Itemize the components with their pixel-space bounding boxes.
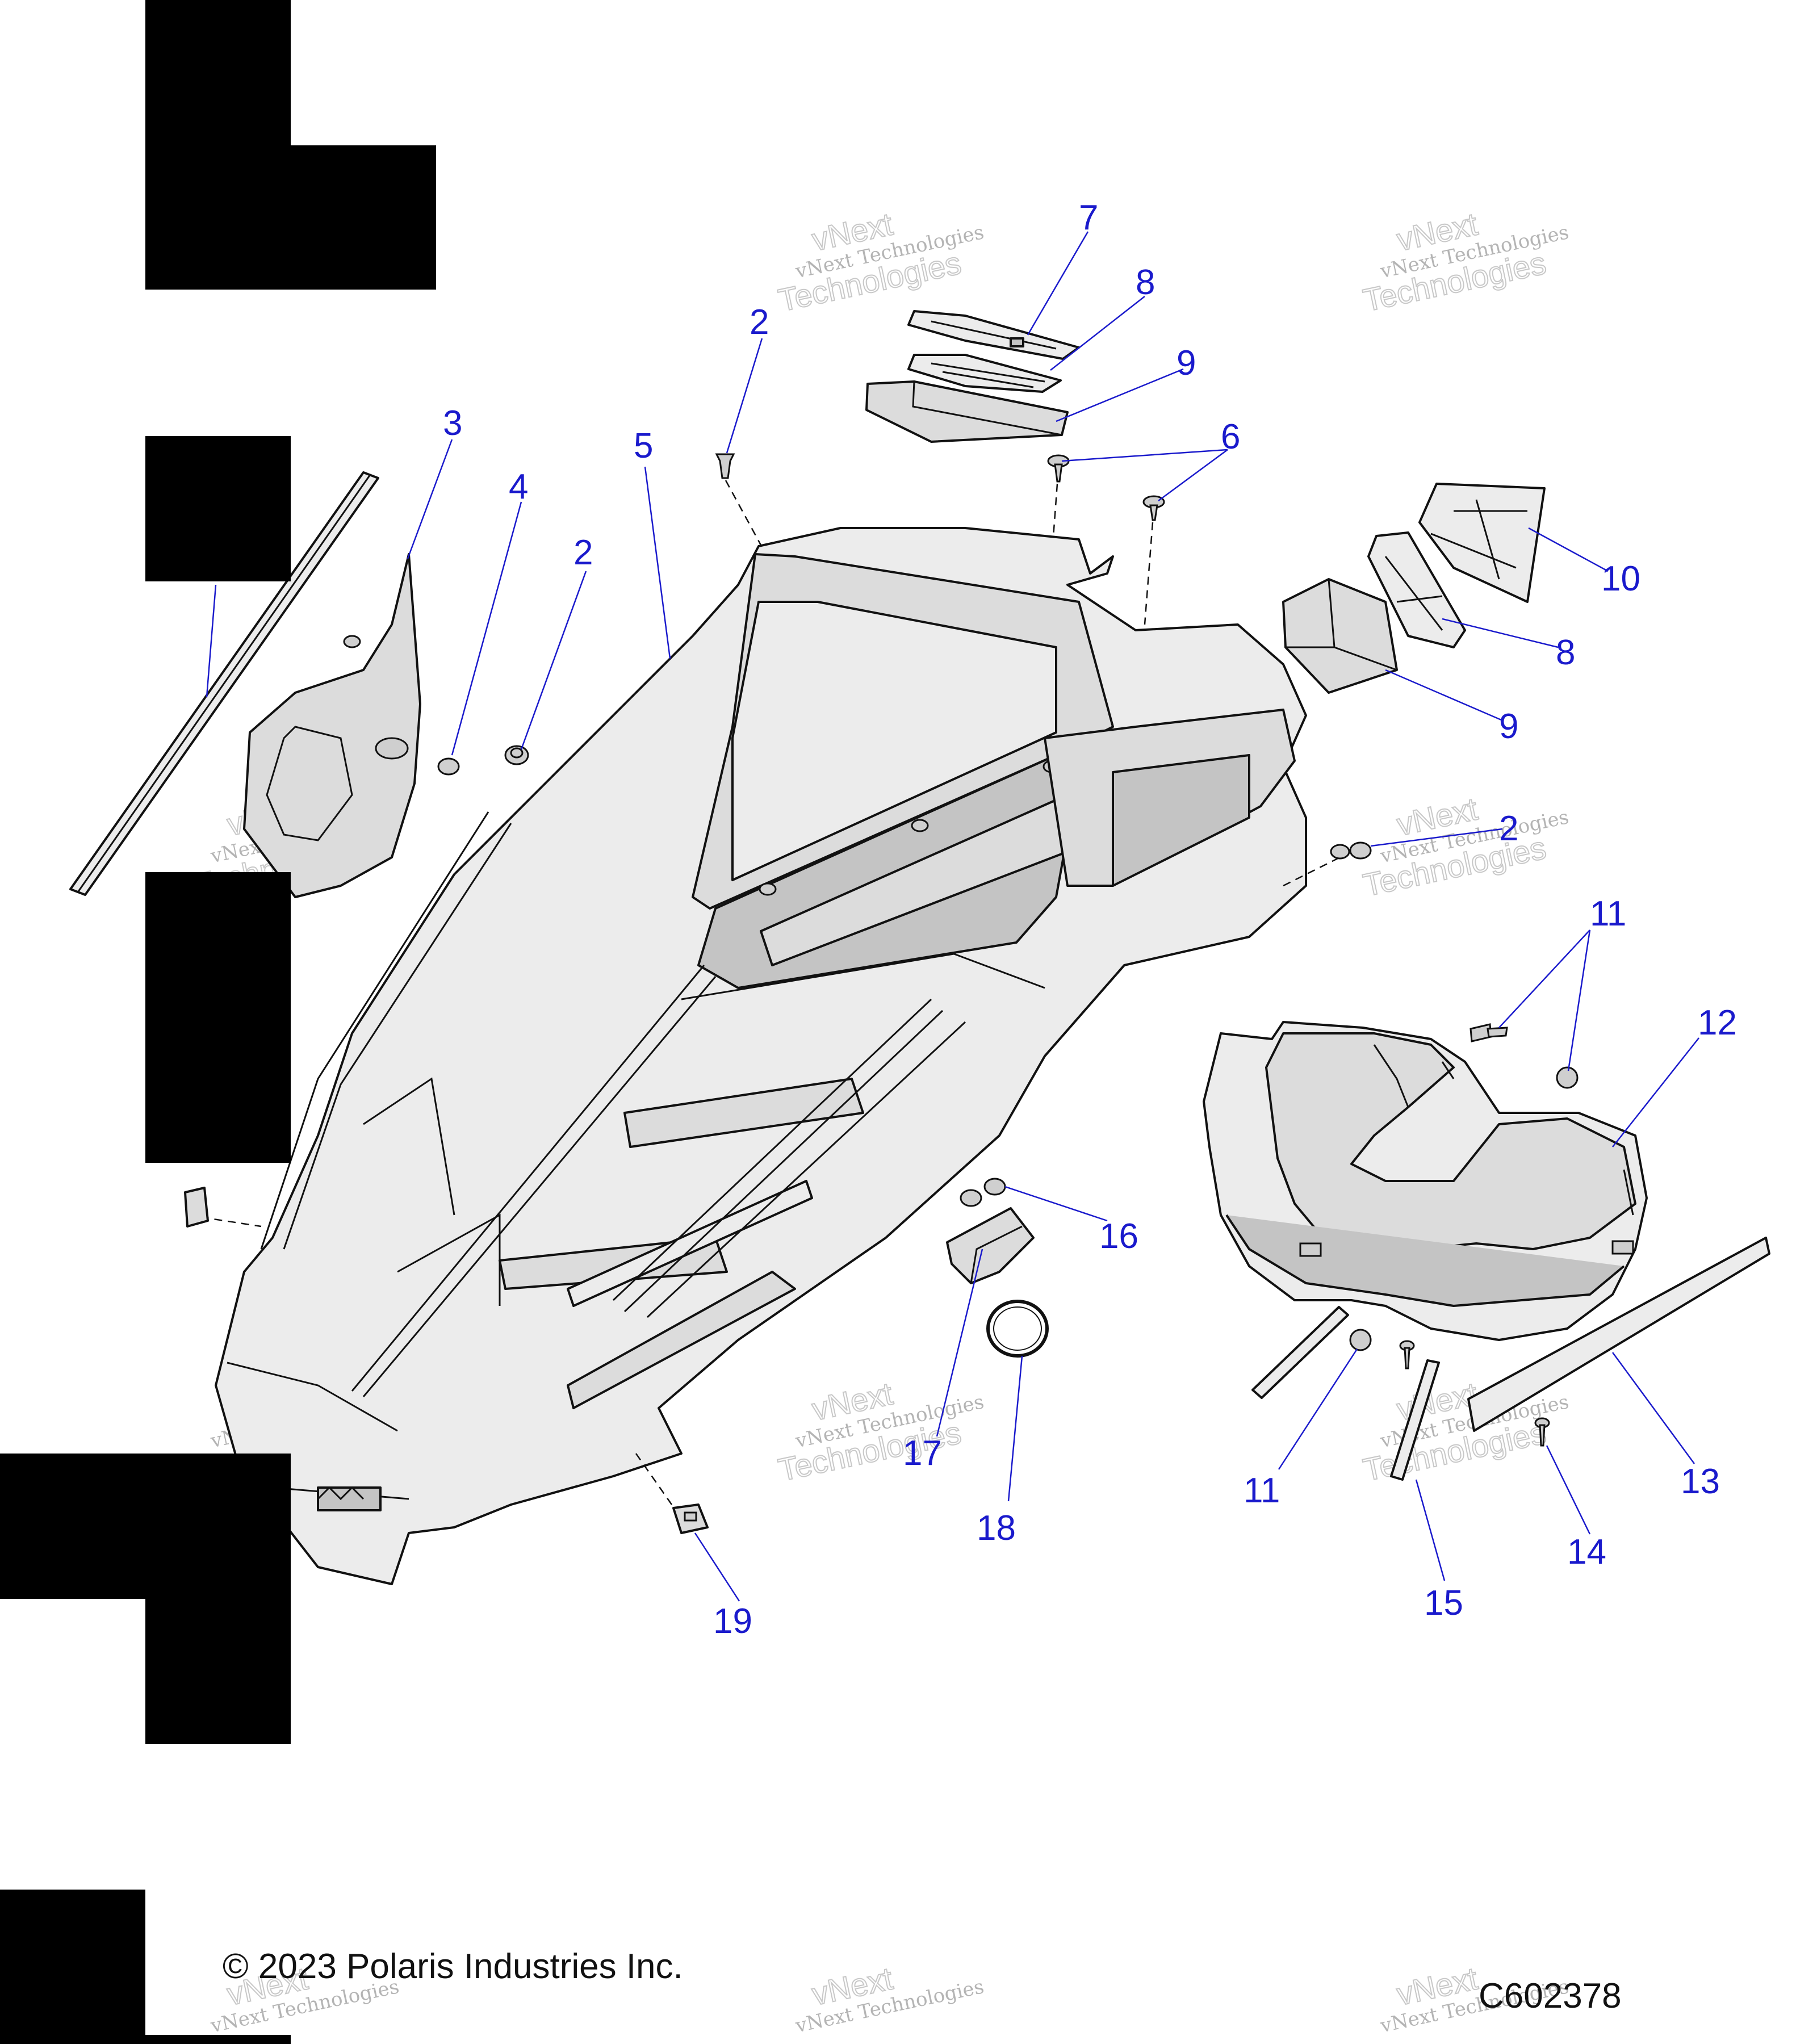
copyright-text: © 2023 Polaris Industries Inc. (223, 1947, 683, 1986)
foam-block-part (865, 380, 1069, 443)
redaction-block (0, 1454, 291, 1599)
watermark: vNext vNext Technologies Technologies (774, 205, 986, 319)
fastener-part (1349, 1329, 1372, 1351)
plug-part (960, 1178, 1006, 1207)
drawing-id-text: C602378 (1479, 1976, 1622, 2016)
callout-label: 9 (1499, 707, 1518, 746)
callout-label: 2 (1499, 809, 1518, 848)
callout-label: 16 (1099, 1217, 1138, 1256)
long-strip-part (1467, 1237, 1770, 1432)
redaction-block (145, 0, 291, 290)
callout-label: 9 (1177, 344, 1196, 383)
leader-lines (206, 231, 1699, 1602)
fastener-part (1556, 1066, 1579, 1089)
right-vent-cover-part (1418, 483, 1546, 603)
clip-part (184, 1187, 209, 1228)
clip-part (672, 1503, 709, 1534)
callout-label: 7 (1079, 198, 1098, 237)
right-foam-block-part (1282, 578, 1398, 694)
push-pin-part (715, 453, 762, 546)
ring-part (986, 1300, 1049, 1358)
rod-part (1390, 1359, 1440, 1481)
callout-label: 11 (1590, 894, 1626, 933)
callouts: 7 8 9 6 2 3 4 5 2 10 8 9 2 11 12 16 17 1… (443, 198, 1737, 1641)
callout-label: 18 (977, 1509, 1016, 1548)
redaction-block (0, 1890, 145, 2044)
callout-label: 15 (1424, 1584, 1463, 1623)
watermark: vNext vNext Technologies (793, 1959, 986, 2037)
callout-label: 2 (750, 303, 769, 342)
fastener-part (504, 745, 529, 765)
vent-cover-part (907, 310, 1080, 360)
bolt-part (1534, 1417, 1550, 1447)
callout-label: 10 (1601, 559, 1640, 598)
redaction-block (145, 436, 291, 581)
vent-screen-part (907, 354, 1062, 393)
callout-label: 11 (1244, 1471, 1280, 1510)
callout-label: 14 (1567, 1532, 1606, 1572)
callout-label: 19 (713, 1602, 752, 1641)
redaction-block (145, 2035, 291, 2044)
fastener-part (1469, 1023, 1508, 1042)
redaction-blocks (0, 0, 436, 2044)
left-side-panel-part (243, 553, 421, 898)
thin-stick-part (1251, 1306, 1349, 1399)
callout-label: 8 (1136, 263, 1155, 302)
redaction-block (291, 145, 436, 290)
bracket-part (946, 1207, 1035, 1284)
bolt-part (1399, 1340, 1415, 1369)
push-pin-part (1349, 841, 1372, 860)
watermark: vNext vNext Technologies Technologies (1359, 790, 1571, 903)
callout-label: 13 (1681, 1462, 1720, 1501)
callout-label: 6 (1221, 417, 1240, 456)
redaction-block (145, 1599, 291, 1744)
right-vent-screen-part (1367, 531, 1466, 648)
watermark: vNext vNext Technologies Technologies (1359, 205, 1571, 319)
callout-label: 3 (443, 404, 462, 443)
callout-label: 4 (509, 467, 528, 506)
callout-label: 5 (634, 426, 653, 466)
fastener-part (437, 757, 460, 776)
watermark: vNext vNext Technologies Technologies (774, 1375, 986, 1488)
callout-label: 12 (1698, 1003, 1737, 1042)
callout-label: 8 (1556, 633, 1575, 672)
storage-tray-part (1203, 1021, 1648, 1341)
redaction-block (145, 872, 291, 1163)
hood-body-part (187, 527, 1352, 1585)
left-trim-strip-part (69, 471, 379, 896)
callout-label: 17 (903, 1434, 942, 1473)
screw-part (1142, 495, 1165, 625)
callout-label: 2 (573, 533, 593, 572)
